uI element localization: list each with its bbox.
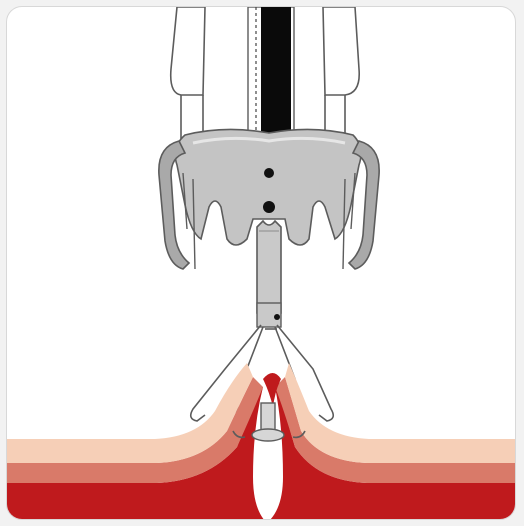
right-jaw-arm bbox=[323, 7, 359, 145]
tissue-skin-right bbox=[285, 363, 516, 463]
illustration-panel bbox=[6, 6, 516, 520]
central-shaft bbox=[248, 7, 294, 139]
central-rod bbox=[261, 7, 291, 139]
applicator-stem bbox=[257, 221, 281, 327]
clip-applicator-diagram bbox=[7, 7, 516, 520]
head-hole-lower bbox=[263, 201, 275, 213]
head-hole-upper bbox=[264, 168, 274, 178]
tissue-layers bbox=[7, 363, 516, 520]
left-jaw-arm bbox=[171, 7, 205, 145]
